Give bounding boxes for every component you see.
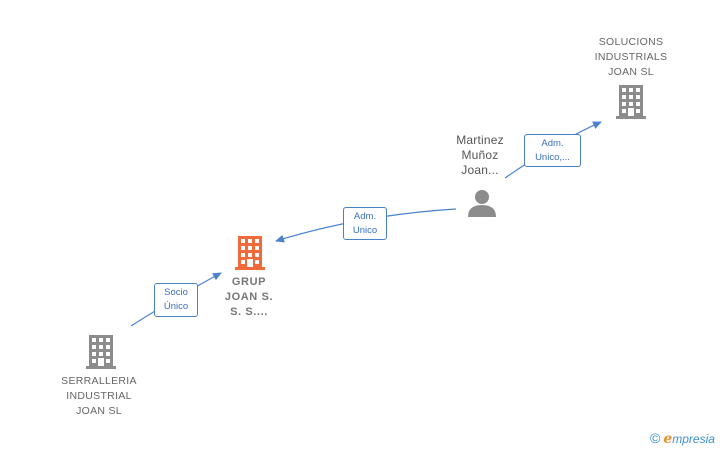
building-icon[interactable] (235, 236, 265, 270)
node-label-grup[interactable]: GRUP JOAN S. S. S.... (204, 275, 294, 320)
label-line: Joan... (461, 163, 499, 177)
label-line: SOLUCIONS (598, 36, 664, 48)
label-line: GRUP (231, 276, 267, 288)
label-line: Unico (352, 225, 378, 236)
label-line: Muñoz (461, 148, 499, 162)
node-label-martinez[interactable]: Martinez Muñoz Joan... (440, 133, 520, 178)
label-line: Socio (164, 287, 188, 298)
brand-name: mpresia (672, 432, 715, 446)
label-line: Martinez (456, 133, 504, 147)
label-line: JOAN S. (224, 291, 274, 303)
label-line: INDUSTRIAL (66, 390, 132, 402)
label-line: SERRALLERIA (61, 375, 137, 387)
edge-label-socio-unico[interactable]: Socio Único (154, 283, 198, 317)
edge-label-adm-unico[interactable]: Adm. Unico (343, 207, 387, 240)
copyright-icon: © (650, 430, 661, 446)
label-line: Unico,... (535, 152, 570, 163)
label-line: Adm. (353, 211, 377, 222)
node-label-solucions[interactable]: SOLUCIONS INDUSTRIALS JOAN SL (572, 35, 690, 80)
label-line: Adm. (541, 138, 564, 149)
brand-logo: ©empresia (650, 430, 715, 447)
person-icon[interactable] (468, 190, 496, 217)
edge-label-adm-unico-trunc[interactable]: Adm. Unico,... (524, 134, 581, 167)
label-line: Único (163, 301, 189, 312)
node-label-serralleria[interactable]: SERRALLERIA INDUSTRIAL JOAN SL (42, 374, 156, 419)
building-icon[interactable] (616, 85, 646, 119)
building-icon[interactable] (86, 335, 116, 369)
label-line: INDUSTRIALS (594, 51, 668, 63)
brand-e: e (663, 431, 673, 447)
label-line: S. S.... (230, 306, 268, 318)
label-line: JOAN SL (76, 405, 122, 417)
label-line: JOAN SL (608, 66, 654, 78)
